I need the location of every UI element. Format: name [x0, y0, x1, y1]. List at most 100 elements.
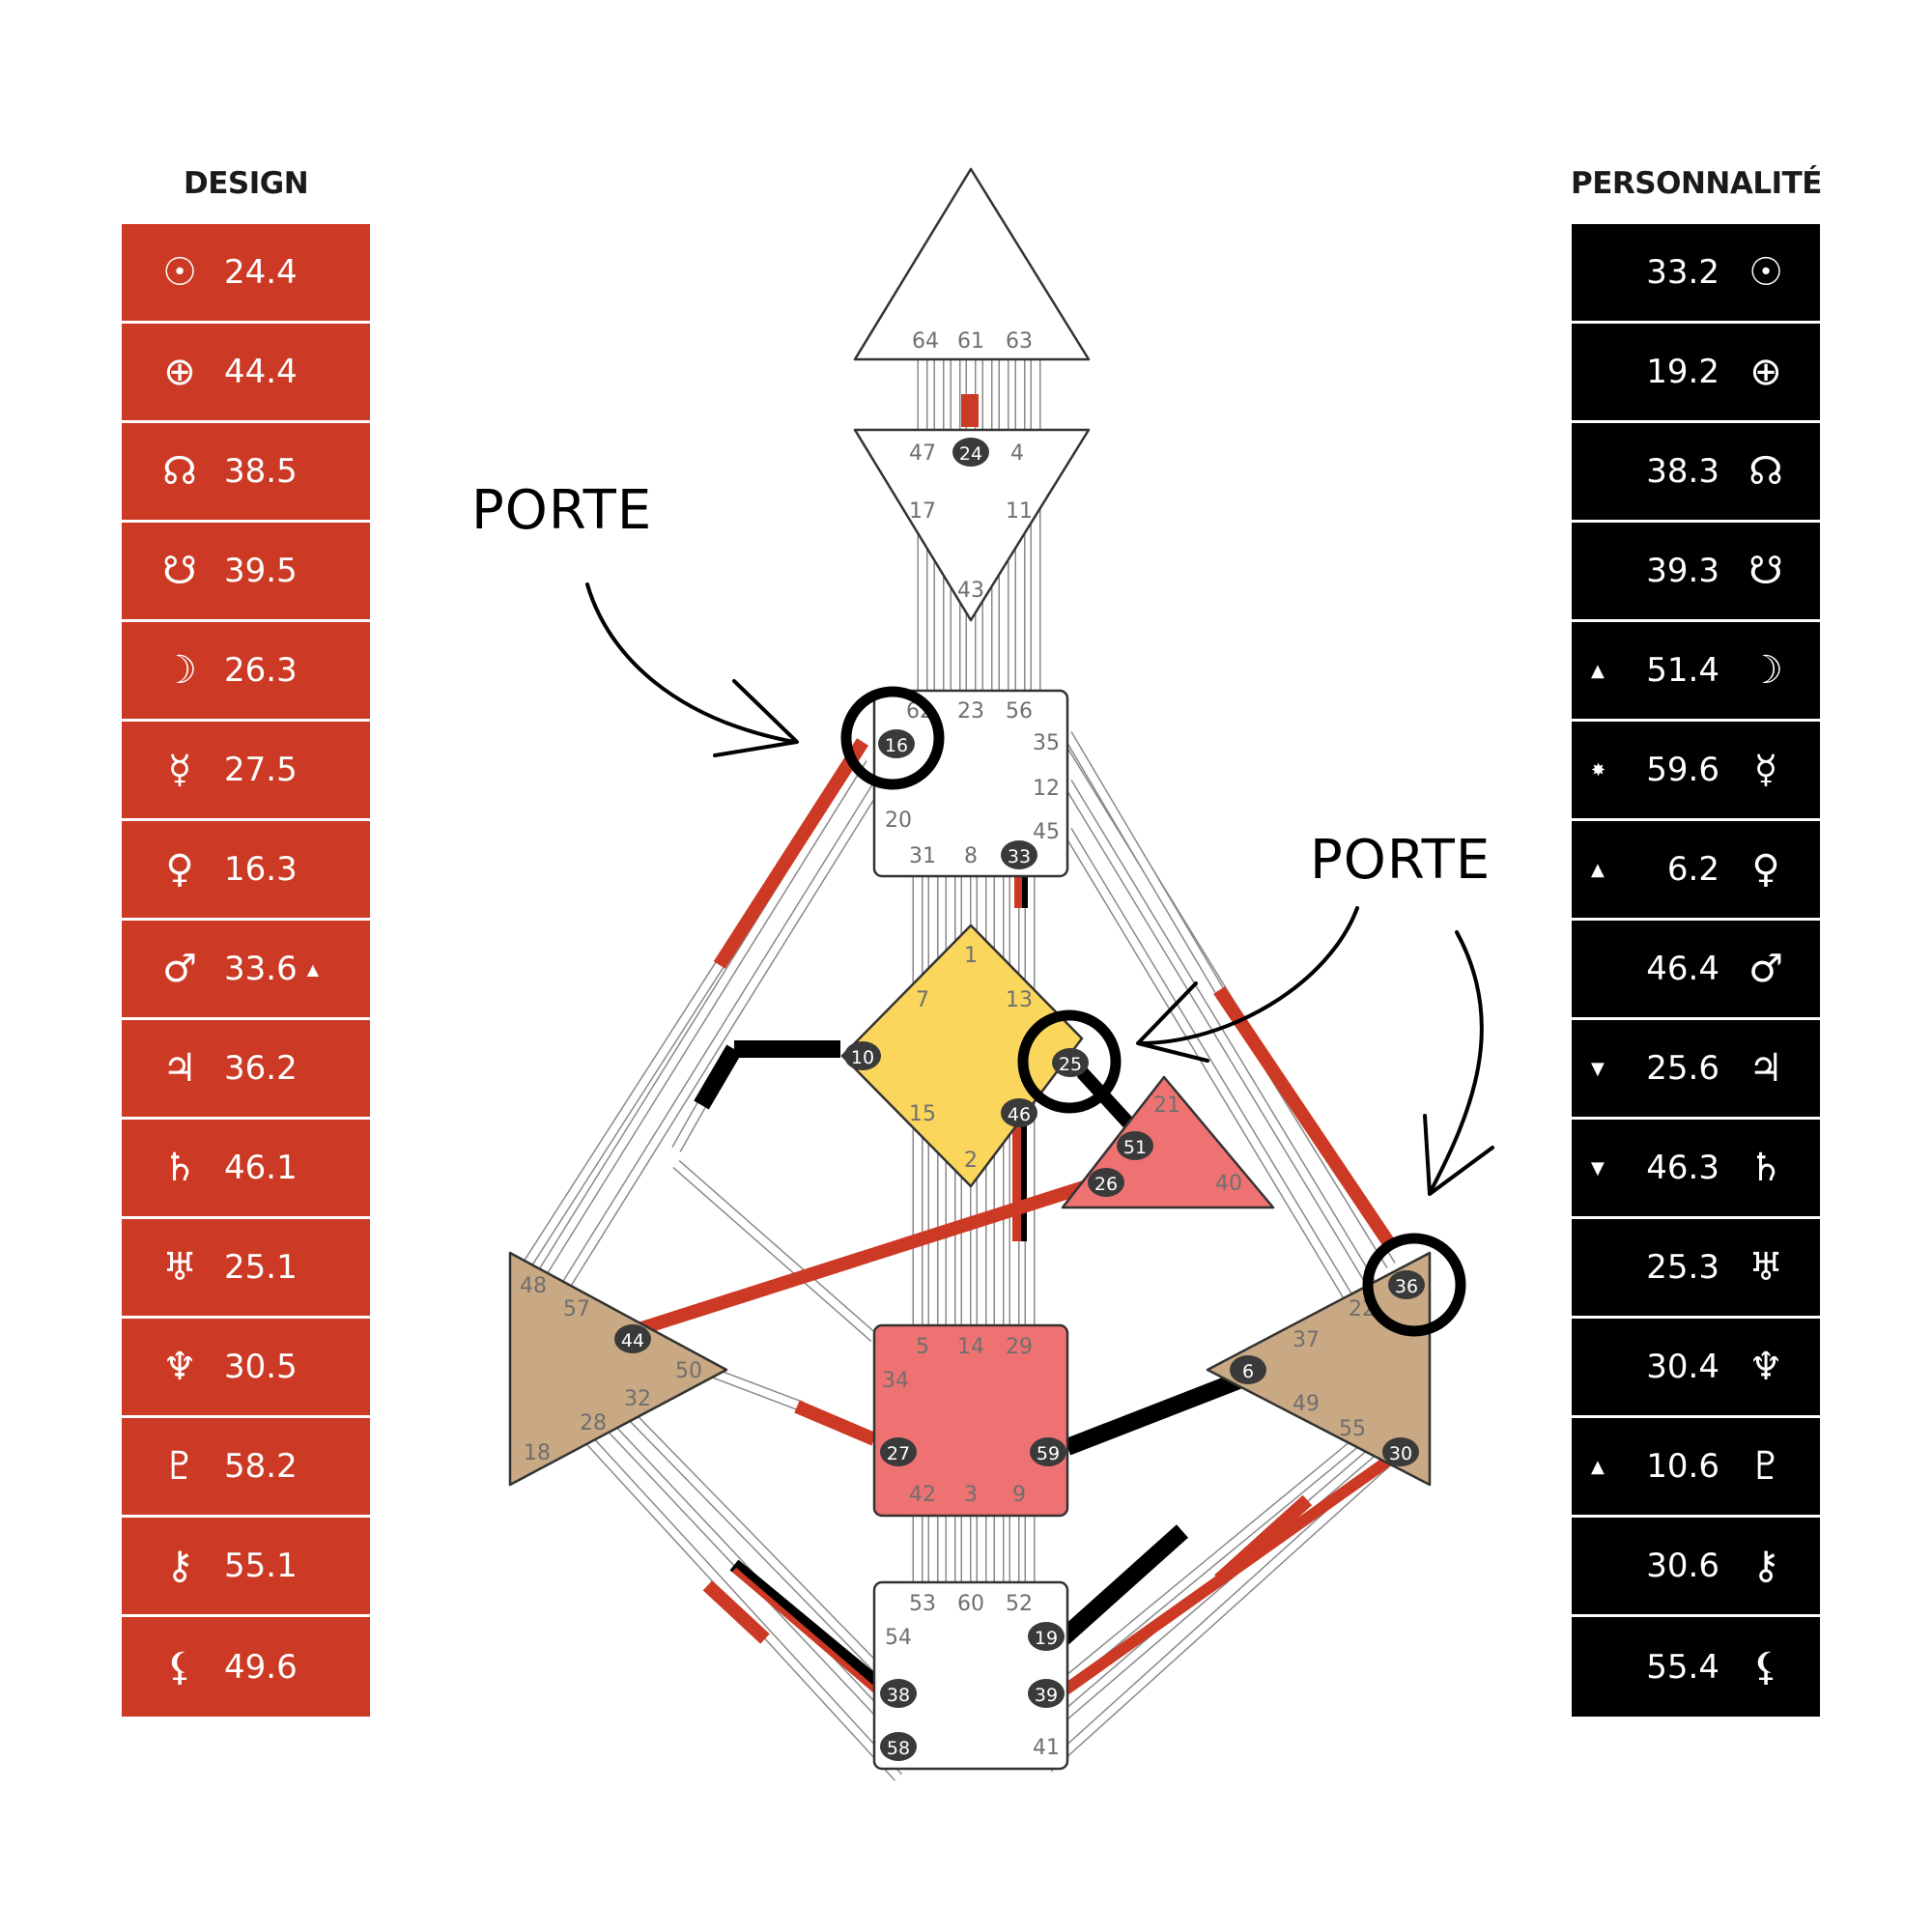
personality-row-south-node: 39.3☋ — [1572, 523, 1820, 622]
gate-34-label: 34 — [882, 1369, 909, 1393]
personality-row-north-node: 38.3☊ — [1572, 423, 1820, 523]
chiron-icon: ⚷ — [1751, 1544, 1780, 1588]
highlight-circle-25 — [1017, 1009, 1122, 1114]
gate-27-marker — [880, 1437, 917, 1466]
channel-16-48-red-top — [713, 738, 868, 969]
gate-41-label: 41 — [1033, 1736, 1060, 1760]
arrow-left-head — [713, 679, 799, 757]
channel-spleen-sacral-1-fill — [673, 1160, 877, 1342]
personality-row-moon: ▲51.4☽ — [1572, 622, 1820, 722]
gate-19-label: 19 — [1035, 1628, 1058, 1649]
personality-row-mars: 46.4 ♂ — [1572, 921, 1820, 1020]
jupiter-icon: ♃ — [1748, 1046, 1783, 1091]
activation-value: 33.6 — [224, 950, 298, 988]
gate-21-label: 21 — [1153, 1094, 1180, 1118]
gate-6-label: 6 — [1242, 1361, 1254, 1382]
gate-54-label: 54 — [885, 1626, 912, 1650]
activation-value: 55.1 — [224, 1547, 298, 1585]
mars-icon: ♂ — [1748, 947, 1783, 991]
moon-icon: ☽ — [162, 648, 197, 693]
gate-11-label: 11 — [1006, 499, 1033, 524]
activation-value: 46.3 — [1646, 1149, 1719, 1187]
design-column: ☉24.4⊕44.4☊38.5☋39.5☽26.3☿27.5♀16.3♂33.6… — [122, 224, 370, 1717]
gate-46-marker — [1001, 1098, 1037, 1127]
gate-39-label: 39 — [1035, 1685, 1058, 1706]
sun-icon: ☉ — [1748, 250, 1783, 295]
mars-icon: ♂ — [162, 947, 197, 991]
gate-10-marker — [844, 1041, 881, 1070]
design-row-chiron: ⚷ 55.1 — [122, 1518, 370, 1617]
gate-10-label: 10 — [851, 1047, 874, 1068]
earth-icon: ⊕ — [1749, 350, 1782, 394]
personality-row-jupiter: ▼25.6♃ — [1572, 1020, 1820, 1120]
design-row-pluto: ♇58.2 — [122, 1418, 370, 1518]
gate-4-label: 4 — [1010, 441, 1024, 466]
personality-row-saturn: ▼46.3♄ — [1572, 1120, 1820, 1219]
gate-2-label: 2 — [964, 1149, 978, 1173]
personality-row-uranus: 25.3♅ — [1572, 1219, 1820, 1319]
personality-row-earth: 19.2 ⊕ — [1572, 324, 1820, 423]
gate-30-marker — [1382, 1437, 1419, 1466]
gate-57-label: 57 — [563, 1297, 590, 1321]
root-center — [872, 1580, 1069, 1771]
activation-value: 26.3 — [224, 651, 298, 690]
fixing-marker: ▼ — [1591, 1157, 1605, 1179]
gate-61-label: 61 — [957, 329, 984, 354]
gate-42-label: 42 — [909, 1483, 936, 1507]
gate-63-label: 63 — [1006, 329, 1033, 354]
design-row-saturn: ♄46.1 — [122, 1120, 370, 1219]
design-row-neptune: ♆ 30.5 — [122, 1319, 370, 1418]
gate-8-label: 8 — [964, 844, 978, 868]
design-row-moon: ☽ 26.3 — [122, 622, 370, 722]
activation-value: 55.4 — [1646, 1647, 1719, 1687]
activation-value: 25.3 — [1646, 1248, 1719, 1287]
gate-19-marker — [1028, 1622, 1065, 1651]
chiron-icon: ⚷ — [165, 1544, 194, 1588]
gate-26-label: 26 — [1094, 1174, 1118, 1195]
gate-17-label: 17 — [909, 499, 936, 524]
channel-18-58-red — [702, 1580, 770, 1644]
gate-39-marker — [1028, 1679, 1065, 1708]
activation-value: 39.3 — [1646, 552, 1719, 590]
gate-44-marker — [614, 1324, 651, 1353]
design-row-south-node: ☋39.5 — [122, 523, 370, 622]
mercury-icon: ☿ — [167, 748, 192, 792]
channel-50-27-a-fill — [708, 1368, 804, 1410]
gate-53-label: 53 — [909, 1592, 936, 1616]
channel-10-20-black-b — [694, 1044, 742, 1110]
activation-value: 19.2 — [1646, 353, 1719, 391]
gate-37-label: 37 — [1293, 1328, 1320, 1352]
fixing-marker: ✸ — [1591, 759, 1606, 781]
channel-throat-spleen-1-fill — [537, 755, 867, 1278]
gate-18-label: 18 — [524, 1441, 551, 1465]
gate-43-label: 43 — [957, 579, 984, 603]
personality-row-lilith: 55.4⚸ — [1572, 1617, 1820, 1717]
activation-value: 46.4 — [1646, 950, 1719, 988]
gate-48-label: 48 — [520, 1274, 547, 1298]
activation-value: 39.5 — [224, 552, 298, 590]
annotations-layer — [585, 582, 1494, 1337]
gate-64-label: 64 — [912, 329, 939, 354]
north-node-icon: ☊ — [162, 449, 197, 494]
sun-icon: ☉ — [162, 250, 197, 295]
venus-icon: ♀ — [1751, 847, 1780, 892]
activation-value: 30.4 — [1646, 1348, 1719, 1386]
design-row-mercury: ☿ 27.5 — [122, 722, 370, 821]
gate-33-marker — [1001, 840, 1037, 869]
gate-36-marker — [1388, 1270, 1425, 1299]
personality-row-mercury: ✸59.6☿ — [1572, 722, 1820, 821]
gate-60-label: 60 — [957, 1592, 984, 1616]
gate-40-label: 40 — [1215, 1172, 1242, 1196]
personality-row-sun: 33.2☉ — [1572, 224, 1820, 324]
neptune-icon: ♆ — [162, 1345, 197, 1389]
activation-value: 30.5 — [224, 1348, 298, 1386]
design-row-lilith: ⚸49.6 — [122, 1617, 370, 1717]
fixing-marker: ▲ — [306, 959, 320, 979]
activation-value: 10.6 — [1646, 1447, 1719, 1486]
channel-35-36-red — [1213, 986, 1397, 1250]
gate-25-label: 25 — [1059, 1054, 1082, 1075]
activation-value: 27.5 — [224, 751, 298, 789]
design-row-sun: ☉24.4 — [122, 224, 370, 324]
